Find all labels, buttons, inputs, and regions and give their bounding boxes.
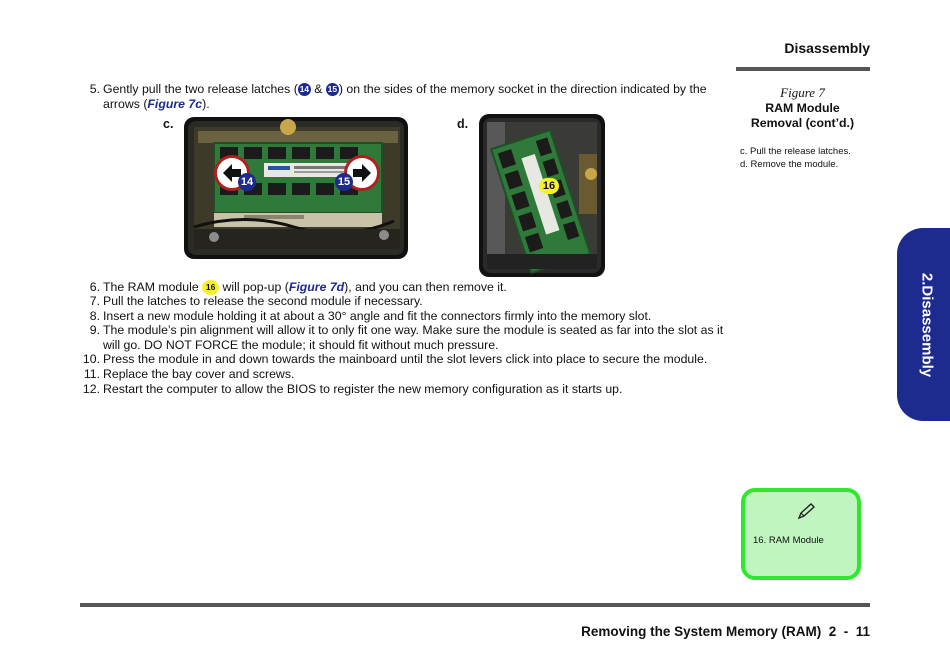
section-header: Disassembly [784, 40, 870, 56]
step-5: 5. Gently pull the two release latches (… [80, 82, 730, 112]
figure-title: RAM Module Removal (cont’d.) [740, 101, 865, 131]
step-9: 9. The module’s pin alignment will allow… [80, 323, 730, 353]
step-number: 9. [89, 323, 100, 338]
step-text-part: Gently pull the two release latches ( [103, 82, 298, 96]
step-12: 12. Restart the computer to allow the BI… [80, 382, 730, 397]
figure-number: Figure 7 [780, 85, 825, 100]
step-text: Restart the computer to allow the BIOS t… [103, 381, 623, 396]
step-number: 5. [89, 82, 100, 96]
footer-rule [80, 603, 870, 607]
step-text: Gently pull the two release latches (14 … [103, 82, 707, 97]
figure-d-photo: 16 [479, 114, 605, 277]
figure-c-photo: 14 15 [184, 117, 408, 259]
step-text: The module’s pin alignment will allow it… [103, 323, 724, 338]
figure-note-d: d. Remove the module. [740, 158, 839, 170]
figure-note-c: c. Pull the release latches. [740, 146, 851, 157]
callout-badge-15: 15 [335, 173, 353, 191]
callout-badge: 14 [297, 83, 311, 97]
header-rule [736, 67, 870, 71]
figure-title-line: RAM Module [765, 101, 840, 115]
callout-badge-14: 14 [238, 173, 256, 191]
figure-notes: c. Pull the release latches. d. Remove t… [740, 146, 851, 171]
step-10: 10. Press the module in and down towards… [80, 352, 730, 367]
step-number: 11. [83, 367, 100, 381]
step-text: Pull the latches to release the second m… [103, 294, 423, 308]
callout-badge: 15 [325, 83, 339, 97]
note-text: 16. RAM Module [753, 535, 824, 546]
step-11: 11. Replace the bay cover and screws. [80, 367, 730, 382]
step-text-part: arrows ( [103, 96, 148, 111]
chapter-tab-label: 2.Disassembly [918, 272, 936, 377]
figure-c-label: c. [163, 117, 174, 131]
ram-latch-photo [188, 119, 404, 255]
callout-badge-16: 16 [539, 178, 559, 194]
page-footer: Removing the System Memory (RAM) 2 - 11 [581, 624, 870, 639]
step-number: 7. [89, 294, 100, 308]
step-number: 6. [89, 280, 100, 294]
step-7: 7. Pull the latches to release the secon… [80, 294, 730, 309]
step-number: 8. [89, 308, 100, 323]
step-number: 12. [82, 381, 100, 396]
page-number: 2 - 11 [828, 624, 870, 639]
step-text-part: & [310, 82, 326, 96]
pencil-icon [797, 502, 817, 525]
step-text: Insert a new module holding it at about … [103, 308, 652, 323]
step-text-part: ), and you can then remove it. [344, 280, 507, 294]
step-text: arrows (Figure 7c). [103, 97, 210, 112]
figure-link[interactable]: Figure 7c [147, 96, 203, 111]
figure-title-line: Removal (cont’d.) [750, 116, 855, 130]
footer-section-title: Removing the System Memory (RAM) [581, 624, 822, 639]
step-text: Replace the bay cover and screws. [103, 367, 295, 381]
chapter-tab: 2.Disassembly [897, 228, 950, 421]
step-text-part: will pop-up ( [219, 280, 289, 294]
step-text: will go. DO NOT FORCE the module; it sho… [103, 337, 499, 352]
step-text: The RAM module 16 will pop-up (Figure 7d… [103, 280, 507, 296]
step-number: 10. [82, 352, 100, 367]
step-6: 6. The RAM module 16 will pop-up (Figure… [80, 280, 730, 296]
step-text-part: ). [202, 96, 210, 111]
step-text-part: The RAM module [103, 280, 203, 294]
step-text: Press the module in and down towards the… [103, 352, 708, 367]
step-text-part: ) on the sides of the memory socket in t… [338, 82, 707, 96]
note-box: 16. RAM Module [741, 488, 861, 580]
ram-removal-photo [483, 118, 601, 275]
step-8: 8. Insert a new module holding it at abo… [80, 309, 730, 324]
callout-badge: 16 [202, 280, 220, 296]
figure-link[interactable]: Figure 7d [288, 280, 345, 294]
figure-d-label: d. [457, 117, 469, 131]
